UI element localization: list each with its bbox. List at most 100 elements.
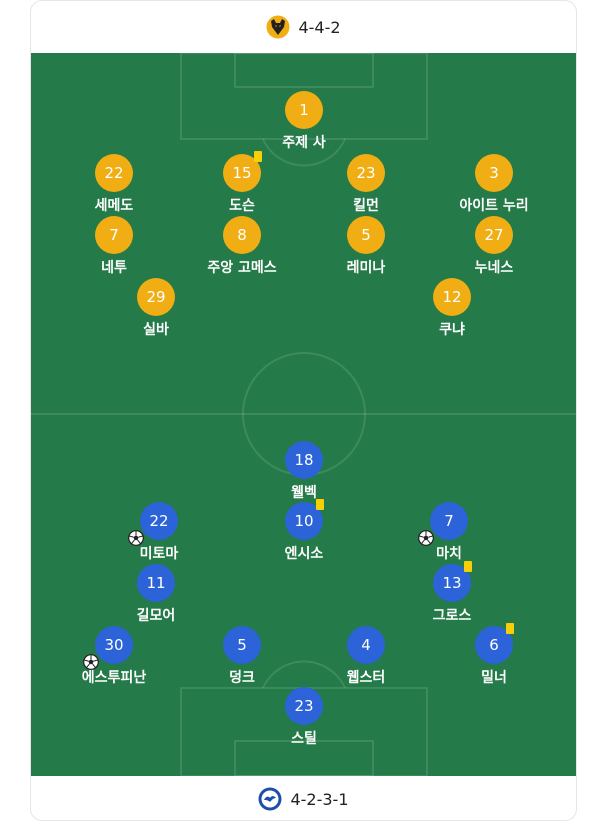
away-player-7[interactable]: 30 에스투피난	[54, 626, 174, 687]
player-number: 8	[237, 226, 247, 244]
player-number: 22	[149, 512, 169, 530]
player-number: 23	[294, 697, 314, 715]
player-name: 아이트 누리	[459, 198, 529, 214]
home-player-10[interactable]: 29 실바	[96, 278, 216, 339]
home-player-8[interactable]: 5 레미나	[306, 216, 426, 277]
player-number: 4	[361, 636, 371, 654]
home-player-9[interactable]: 27 누네스	[434, 216, 554, 277]
player-number: 10	[294, 512, 314, 530]
player-number: 6	[489, 636, 499, 654]
player-number-badge: 27	[475, 216, 513, 254]
player-number: 27	[484, 226, 504, 244]
soccer-ball-icon	[128, 530, 144, 546]
away-player-1[interactable]: 18 웰벡	[244, 441, 364, 502]
player-name: 웹스터	[346, 670, 386, 686]
player-number: 7	[109, 226, 119, 244]
lineup-card: 4-4-2 1 주제 사 22 세메도 15 도슨 23 킬먼 3 아이트 누리 7 네투 8 주앙 고메…	[30, 0, 577, 821]
player-name: 레미나	[346, 260, 386, 276]
player-number: 5	[361, 226, 371, 244]
player-name: 주앙 고메스	[207, 260, 277, 276]
player-number-badge: 5	[223, 626, 261, 664]
away-player-11[interactable]: 23 스틸	[244, 687, 364, 748]
away-player-5[interactable]: 11 길모어	[96, 564, 216, 625]
brighton-crest-icon	[258, 787, 282, 811]
player-number-badge: 8	[223, 216, 261, 254]
away-formation: 4-2-3-1	[290, 789, 349, 809]
home-player-7[interactable]: 8 주앙 고메스	[182, 216, 302, 277]
player-name: 웰벡	[291, 485, 317, 501]
player-name: 에스투피난	[81, 670, 147, 686]
player-name: 스틸	[291, 731, 317, 747]
wolves-crest-icon	[266, 15, 290, 39]
away-player-9[interactable]: 4 웹스터	[306, 626, 426, 687]
away-player-3[interactable]: 10 엔시소	[244, 499, 364, 563]
player-number-badge: 22	[128, 502, 178, 546]
player-number: 29	[146, 288, 166, 306]
home-team-header: 4-4-2	[31, 1, 576, 53]
player-number-badge: 4	[347, 626, 385, 664]
away-player-2[interactable]: 22 미토마	[99, 502, 219, 563]
player-number-badge: 23	[347, 154, 385, 192]
home-player-3[interactable]: 15 도슨	[182, 151, 302, 215]
player-number-badge: 10	[285, 499, 324, 540]
home-formation: 4-4-2	[298, 17, 341, 37]
player-name: 도슨	[229, 198, 255, 214]
player-number-badge: 30	[83, 626, 133, 670]
player-name: 실바	[143, 322, 169, 338]
home-player-11[interactable]: 12 쿠냐	[392, 278, 512, 339]
player-number-badge: 7	[418, 502, 468, 546]
player-name: 엔시소	[284, 546, 324, 562]
player-name: 주제 사	[282, 135, 326, 151]
player-name: 길모어	[136, 608, 176, 624]
player-number-badge: 22	[95, 154, 133, 192]
player-number-badge: 1	[285, 91, 323, 129]
player-name: 밀너	[481, 670, 507, 686]
player-number: 11	[146, 574, 166, 592]
player-number-badge: 29	[137, 278, 175, 316]
player-number: 1	[299, 101, 309, 119]
player-number: 22	[104, 164, 124, 182]
player-name: 누네스	[474, 260, 514, 276]
player-name: 마치	[436, 546, 462, 562]
player-number-badge: 3	[475, 154, 513, 192]
home-player-5[interactable]: 3 아이트 누리	[434, 154, 554, 215]
player-name: 그로스	[432, 608, 472, 624]
home-player-6[interactable]: 7 네투	[54, 216, 174, 277]
home-player-4[interactable]: 23 킬먼	[306, 154, 426, 215]
home-player-1[interactable]: 1 주제 사	[244, 91, 364, 152]
player-number: 13	[442, 574, 462, 592]
player-number-badge: 5	[347, 216, 385, 254]
away-team-header: 4-2-3-1	[31, 776, 576, 820]
home-player-2[interactable]: 22 세메도	[54, 154, 174, 215]
player-number: 12	[442, 288, 462, 306]
player-name: 킬먼	[353, 198, 379, 214]
yellow-card-icon	[254, 151, 262, 162]
player-number-badge: 7	[95, 216, 133, 254]
player-number: 7	[444, 512, 454, 530]
player-number-badge: 12	[433, 278, 471, 316]
soccer-ball-icon	[83, 654, 99, 670]
player-number: 30	[104, 636, 124, 654]
player-name: 세메도	[94, 198, 134, 214]
yellow-card-icon	[316, 499, 324, 510]
player-number: 5	[237, 636, 247, 654]
player-name: 네투	[101, 260, 127, 276]
player-name: 미토마	[139, 546, 179, 562]
away-player-4[interactable]: 7 마치	[389, 502, 509, 563]
pitch: 1 주제 사 22 세메도 15 도슨 23 킬먼 3 아이트 누리 7 네투 8 주앙 고메스 5 레미나 2…	[31, 53, 576, 776]
away-player-6[interactable]: 13 그로스	[392, 561, 512, 625]
player-number-badge: 18	[285, 441, 323, 479]
player-name: 덩크	[229, 670, 255, 686]
away-player-10[interactable]: 6 밀너	[434, 623, 554, 687]
player-number: 3	[489, 164, 499, 182]
soccer-ball-icon	[418, 530, 434, 546]
player-number: 15	[232, 164, 252, 182]
player-number: 18	[294, 451, 314, 469]
player-name: 쿠냐	[439, 322, 465, 338]
away-player-8[interactable]: 5 덩크	[182, 626, 302, 687]
yellow-card-icon	[506, 623, 514, 634]
player-number-badge: 23	[285, 687, 323, 725]
player-number-badge: 13	[433, 561, 472, 602]
player-number-badge: 6	[475, 623, 514, 664]
player-number: 23	[356, 164, 376, 182]
